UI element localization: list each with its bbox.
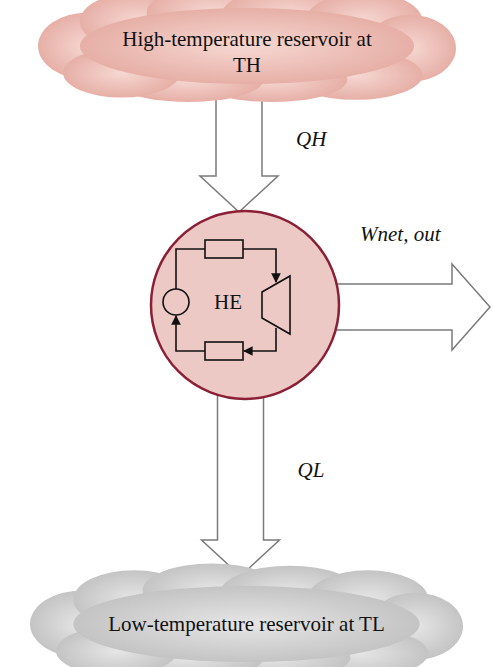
reservoir-cloud: High-temperature reservoir at TH (38, 0, 456, 102)
work-label: Wnet, out (360, 222, 440, 247)
reservoir-label: Low-temperature reservoir at TL (102, 611, 392, 637)
reservoir-cloud: Low-temperature reservoir at TL (30, 568, 463, 667)
engine-schematic (150, 210, 340, 400)
heat-label: QH (296, 127, 326, 152)
reservoir-label: High-temperature reservoir at TH (107, 26, 387, 79)
engine-label: HE (214, 289, 242, 315)
work-output-arrow (325, 264, 490, 350)
heat-engine-circle: HE (150, 210, 340, 400)
heat-label: QL (298, 458, 325, 483)
cloud-shape (38, 0, 456, 102)
heat-flow-arrow (200, 90, 278, 212)
heat-flow-arrow (202, 388, 280, 576)
